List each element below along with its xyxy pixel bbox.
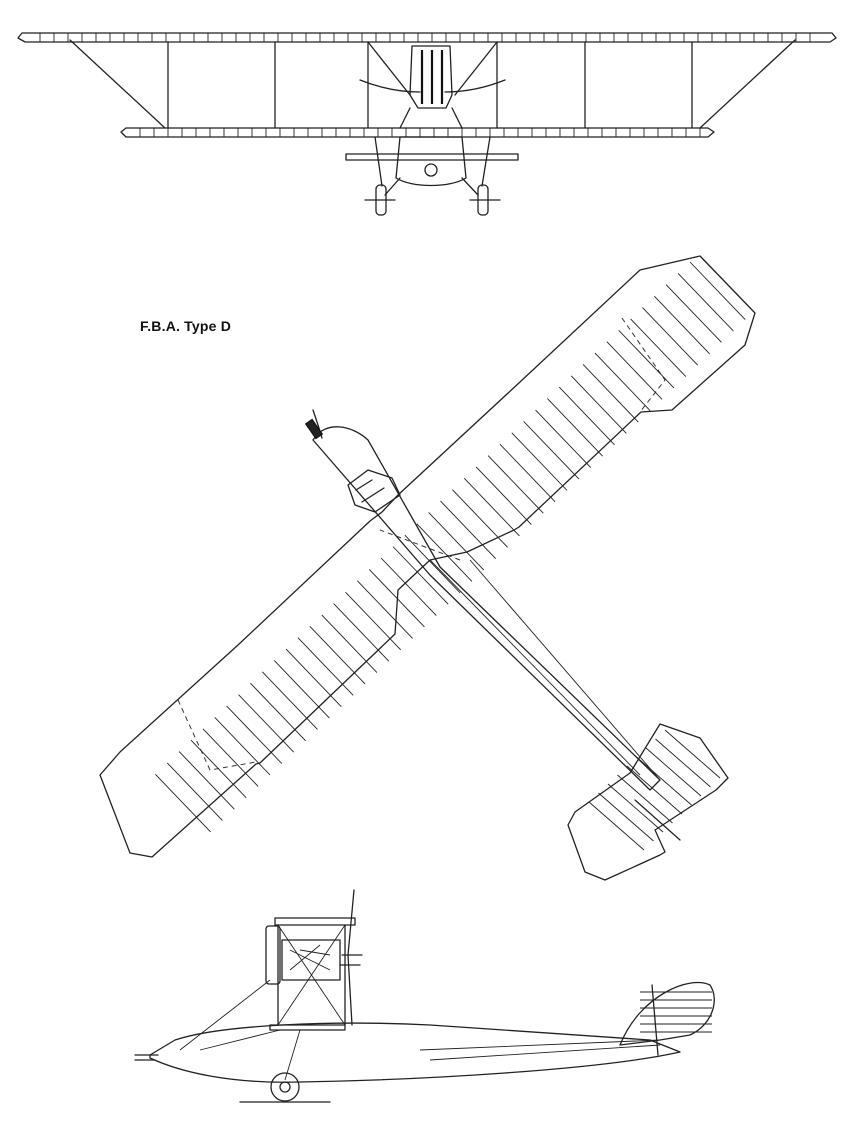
drawing-title: F.B.A. Type D xyxy=(140,318,232,334)
